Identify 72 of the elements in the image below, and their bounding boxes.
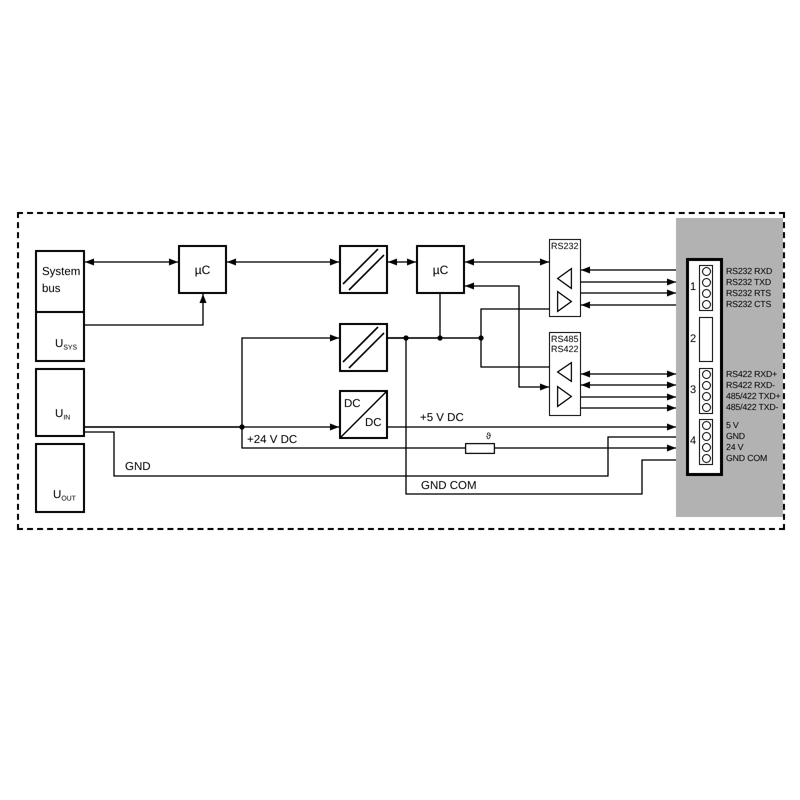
double-arrow (227, 258, 339, 266)
buffer-triangle (557, 362, 572, 382)
block-label: RS232 (551, 242, 580, 252)
terminal-pin-icon (702, 381, 710, 390)
terminal-pin-icon (702, 300, 710, 309)
plug-number: 2 (690, 333, 696, 346)
pin-label: RS422 RXD- (726, 380, 775, 390)
plug-number: 4 (690, 435, 696, 448)
terminal-pin-icon (702, 454, 710, 463)
arrow (85, 294, 206, 326)
double-arrow (581, 370, 676, 378)
double-arrow (581, 382, 676, 388)
plug-connector (699, 368, 713, 414)
connector-line (85, 431, 676, 477)
double-arrow (388, 258, 416, 266)
double-arrow (85, 258, 178, 266)
arrow (581, 302, 676, 308)
transceiver-block (549, 332, 581, 416)
transceiver-block (549, 239, 581, 317)
double-arrow (465, 282, 549, 390)
buffer-triangle (557, 386, 572, 407)
arrow (495, 444, 676, 452)
interface-block: U$_{IN}$ (35, 368, 85, 437)
converter-label: DC (344, 398, 361, 411)
block-label: RS485 RS422 (551, 335, 580, 355)
arrow (581, 278, 676, 286)
thermistor-label: ϑ (486, 432, 491, 442)
isolator-block (339, 323, 388, 372)
isolator-block (339, 245, 388, 294)
terminal-pin-icon (702, 421, 710, 430)
terminal-pin-icon (702, 278, 710, 287)
pin-label: RS232 TXD (726, 278, 771, 288)
terminal-pin-icon (702, 432, 710, 441)
controller-block: µC (416, 245, 465, 294)
arrow (581, 404, 676, 412)
connector-line (388, 337, 676, 495)
buffer-triangle (557, 268, 572, 289)
plug-number: 1 (690, 281, 696, 294)
pin-label: RS422 RXD+ (726, 370, 778, 380)
arrow (388, 424, 676, 430)
terminal-pin-icon (702, 392, 710, 401)
terminal-pin-icon (702, 289, 710, 298)
pin-label: RS232 CTS (726, 300, 772, 310)
connector-line (85, 426, 465, 449)
arrow (581, 266, 676, 274)
pin-label: GND COM (726, 454, 768, 464)
terminal-pin-icon (702, 370, 710, 379)
pin-label: 5 V (726, 420, 739, 430)
pin-label: 485/422 TXD- (726, 402, 778, 412)
interface-block: U$_{OUT}$ (35, 443, 85, 513)
pin-label: 485/422 TXD+ (726, 392, 780, 402)
pin-label: 24 V (726, 442, 744, 452)
plug-connector (699, 419, 713, 465)
connector-panel (676, 218, 783, 517)
pin-label: RS232 RXD (726, 266, 772, 276)
terminal-pin-icon (702, 443, 710, 452)
buffer-triangle (557, 291, 572, 312)
terminal-pin-icon (702, 267, 710, 276)
connector-housing (686, 258, 723, 476)
controller-block: µC (178, 245, 227, 294)
plug-connector (699, 265, 713, 311)
pin-label: GND (726, 432, 745, 442)
plug-number: 3 (690, 384, 696, 396)
interface-block: U$_{SYS}$ (35, 311, 85, 362)
terminal-pin-icon (702, 403, 710, 412)
plug-slot (699, 317, 713, 362)
pin-label: RS232 RTS (726, 288, 771, 298)
arrow (581, 394, 676, 400)
double-arrow (465, 258, 549, 266)
arrow (581, 290, 676, 296)
converter-label: DC (365, 417, 382, 430)
interface-block: System bus (35, 250, 85, 313)
